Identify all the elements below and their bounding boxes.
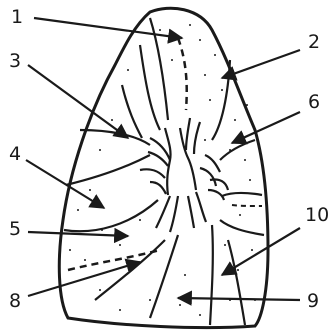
arrow-9 — [178, 298, 300, 300]
fissure-upper-dashed — [178, 38, 187, 110]
arrow-1 — [34, 18, 182, 38]
label-6: 6 — [308, 93, 320, 112]
label-1: 1 — [11, 8, 23, 27]
fissure-lower-dashed — [68, 250, 160, 270]
label-8: 8 — [9, 292, 21, 311]
label-3: 3 — [9, 52, 21, 71]
label-9: 9 — [307, 292, 319, 311]
segment-lines — [64, 18, 264, 325]
label-4: 4 — [9, 145, 21, 164]
label-5: 5 — [9, 220, 21, 239]
arrow-2 — [222, 50, 300, 78]
arrow-6 — [232, 112, 300, 143]
arrow-5 — [28, 232, 128, 236]
label-10: 10 — [305, 206, 329, 225]
arrow-3 — [28, 65, 128, 138]
fissure-right-dashed — [232, 205, 262, 206]
label-2: 2 — [308, 33, 320, 52]
